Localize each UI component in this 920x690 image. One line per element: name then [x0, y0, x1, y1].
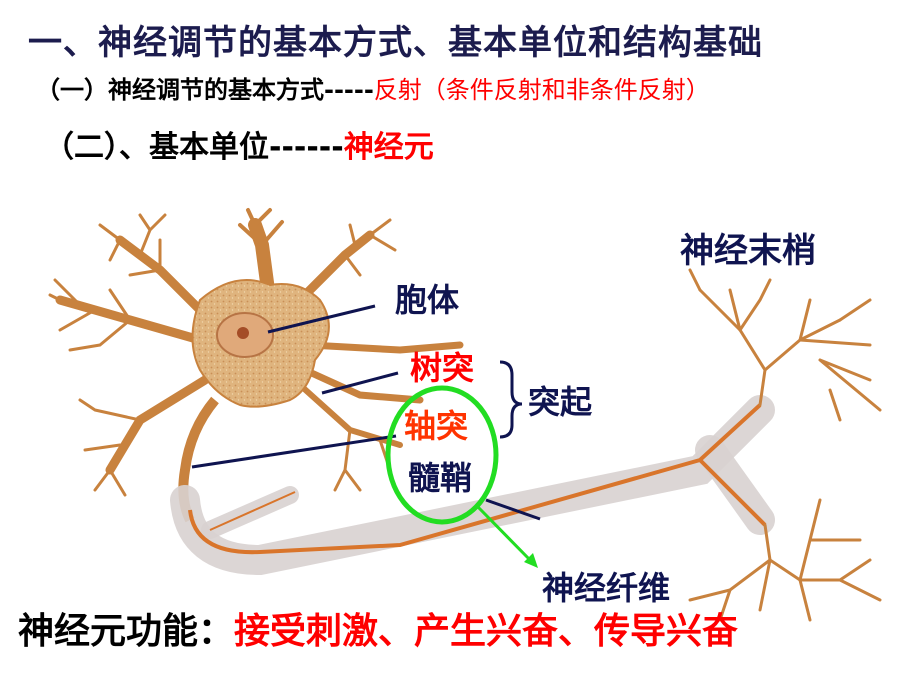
neuron-function-line: 神经元功能：接受刺激、产生兴奋、传导兴奋 — [18, 614, 738, 650]
myelinated-fiber — [170, 395, 775, 576]
label-nerve-ending: 神经末梢 — [680, 231, 816, 271]
brace-icon — [499, 360, 523, 439]
label-cell-body: 胞体 — [395, 281, 460, 319]
section-1-dashes: ----- — [324, 76, 374, 104]
highlight-circle — [385, 385, 499, 525]
nerve-endings — [688, 268, 882, 622]
function-list: 接受刺激、产生兴奋、传导兴奋 — [234, 611, 739, 652]
pointer-lines — [191, 304, 541, 521]
green-arrow-line — [476, 505, 534, 564]
label-nerve-fiber: 神经纤维 — [542, 569, 671, 607]
section-1-prefix: （一）神经调节的基本方式 — [36, 76, 324, 104]
label-process-group: 突起 — [528, 383, 593, 421]
section-1-answer: 反射（条件反射和非条件反射） — [373, 76, 710, 104]
section-2-heading: （二）、基本单位------神经元 — [44, 133, 434, 163]
label-axon: 轴突 — [404, 407, 469, 445]
slide-title: 一、神经调节的基本方式、基本单位和结构基础 — [28, 23, 763, 63]
nucleolus — [237, 327, 249, 339]
section-2-answer: 神经元 — [343, 130, 434, 165]
label-dendrite: 树突 — [410, 349, 475, 387]
section-1-heading: （一）神经调节的基本方式-----反射（条件反射和非条件反射） — [36, 78, 710, 102]
section-2-prefix: （二）、基本单位 — [44, 130, 269, 165]
label-myelin-sheath: 髓鞘 — [408, 459, 473, 497]
section-2-dashes: ------ — [269, 130, 344, 165]
green-arrow-head — [524, 553, 538, 568]
function-label: 神经元功能： — [18, 611, 235, 652]
dendrites — [48, 208, 464, 497]
